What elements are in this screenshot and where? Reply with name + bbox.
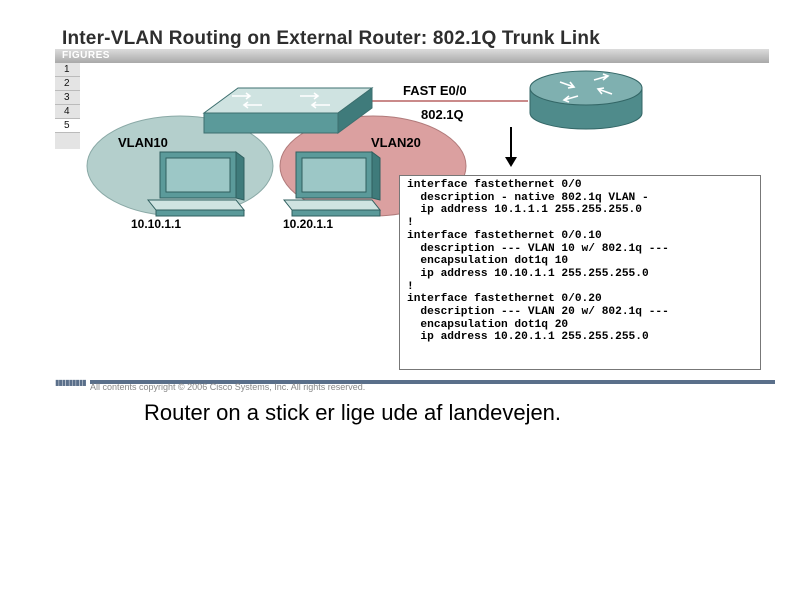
config-line: description --- VLAN 20 w/ 802.1q --- [407,306,669,319]
trunk-label: 802.1Q [421,107,464,122]
figure-tabs: 1 2 3 4 5 [55,63,80,149]
vlan10-pc-icon [146,151,246,217]
config-line: ! [407,217,414,230]
config-box: interface fastethernet 0/0 description -… [399,175,761,370]
vlan10-host-ip: 10.10.1.1 [131,217,181,231]
vlan20-label: VLAN20 [371,135,421,150]
figure-tab-5[interactable]: 5 [55,119,80,133]
copyright-dots: ▮▮▮▮▮▮▮▮▮ [55,378,87,387]
link-label: FAST E0/0 [403,83,467,98]
figure-tab-filler [55,133,80,149]
copyright-text: All contents copyright © 2006 Cisco Syst… [90,382,366,392]
slide-caption: Router on a stick er lige ude af landeve… [144,400,562,425]
figure-tab-4[interactable]: 4 [55,105,80,119]
slide-title: Inter-VLAN Routing on External Router: 8… [62,28,600,49]
switch-icon [202,87,374,134]
config-line: interface fastethernet 0/0.10 [407,229,602,242]
config-line: interface fastethernet 0/0 [407,179,582,191]
figure-tab-1[interactable]: 1 [55,63,80,77]
figures-label: FIGURES [62,50,110,61]
figure-tab-3[interactable]: 3 [55,91,80,105]
router-icon [529,70,643,130]
config-line: ! [407,280,414,293]
down-arrow-icon [505,127,517,167]
copyright-bar [90,380,775,384]
config-line: ip address 10.20.1.1 255.255.255.0 [407,331,649,344]
config-line: encapsulation dot1q 20 [407,318,569,331]
config-line: description - native 802.1q VLAN - [407,191,649,204]
config-line: interface fastethernet 0/0.20 [407,293,602,306]
config-line: ip address 10.1.1.1 255.255.255.0 [407,204,642,217]
vlan20-host-ip: 10.20.1.1 [283,217,333,231]
config-line: encapsulation dot1q 10 [407,255,569,268]
config-line: description --- VLAN 10 w/ 802.1q --- [407,242,669,255]
config-line: ip address 10.10.1.1 255.255.255.0 [407,267,649,280]
figures-bar [55,49,769,63]
figure-tab-2[interactable]: 2 [55,77,80,91]
vlan20-pc-icon [282,151,382,217]
vlan10-label: VLAN10 [118,135,168,150]
